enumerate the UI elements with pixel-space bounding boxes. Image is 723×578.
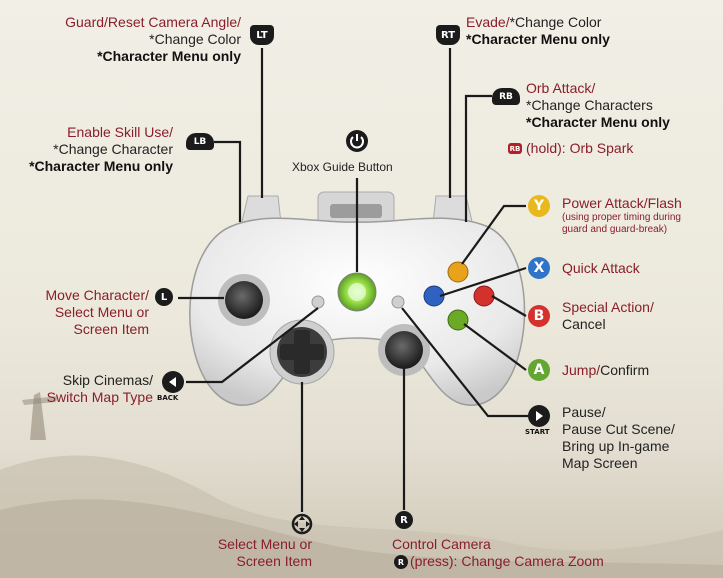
back-line-2: Switch Map Type xyxy=(47,389,153,406)
power-guide-icon xyxy=(346,130,368,152)
lb-line-3: *Character Menu only xyxy=(29,158,173,175)
back-arrow-icon xyxy=(162,371,184,393)
rt-line-2: *Character Menu only xyxy=(466,31,610,48)
rs-line-2: (press): Change Camera Zoom xyxy=(392,553,604,570)
dpad-line-1: Select Menu or xyxy=(218,536,312,553)
start-label: Pause/ Pause Cut Scene/ Bring up In-game… xyxy=(562,404,675,472)
y-line-1: Power Attack/Flash xyxy=(562,195,682,212)
start-line-2: Pause Cut Scene/ xyxy=(562,421,675,438)
back-label: Skip Cinemas/ Switch Map Type xyxy=(47,372,153,406)
a-line-1a: Jump/ xyxy=(562,362,600,378)
right-stick-badge: R xyxy=(395,511,413,529)
leader-a xyxy=(464,324,526,370)
b-line-2: Cancel xyxy=(562,316,654,333)
lt-line-2: *Change Color xyxy=(65,31,241,48)
rb-hold-label: (hold): Orb Spark xyxy=(526,140,633,157)
guide-label: Xbox Guide Button xyxy=(292,159,393,176)
back-caption: BACK xyxy=(157,394,178,402)
rb-line-1: Orb Attack/ xyxy=(526,80,670,97)
a-label: Jump/Confirm xyxy=(562,362,649,379)
dpad-line-2: Screen Item xyxy=(218,553,312,570)
rt-trigger-badge: RT xyxy=(436,25,460,45)
ls-line-2: Select Menu or xyxy=(46,304,149,321)
lb-line-1: Enable Skill Use/ xyxy=(29,124,173,141)
lt-line-3: *Character Menu only xyxy=(65,48,241,65)
a-button-badge: A xyxy=(528,359,550,381)
ls-line-3: Screen Item xyxy=(46,321,149,338)
rt-line-1b: *Change Color xyxy=(510,14,602,30)
y-label: Power Attack/Flash (using proper timing … xyxy=(562,195,682,236)
lt-line-1: Guard/Reset Camera Angle/ xyxy=(65,14,241,31)
b-line-1: Special Action/ xyxy=(562,299,654,316)
ls-line-1: Move Character/ xyxy=(46,287,149,304)
rs-line-1: Control Camera xyxy=(392,536,604,553)
rb-bumper-badge: RB xyxy=(492,88,520,105)
rb-mini-badge: RB xyxy=(508,143,522,154)
start-line-3: Bring up In-game xyxy=(562,438,675,455)
lb-line-2: *Change Character xyxy=(29,141,173,158)
a-line-1b: Confirm xyxy=(600,362,649,378)
rt-line-1a: Evade/ xyxy=(466,14,510,30)
start-line-1: Pause/ xyxy=(562,404,675,421)
right-stick-mini-badge: R xyxy=(394,555,408,569)
lt-trigger-badge: LT xyxy=(250,25,274,45)
leader-x xyxy=(440,268,526,296)
leader-rb xyxy=(466,96,492,222)
lt-label: Guard/Reset Camera Angle/ *Change Color … xyxy=(65,14,241,65)
rb-line-3: *Character Menu only xyxy=(526,114,670,131)
rb-line-2: *Change Characters xyxy=(526,97,670,114)
back-line-1: Skip Cinemas/ xyxy=(47,372,153,389)
b-label: Special Action/ Cancel xyxy=(562,299,654,333)
start-arrow-icon xyxy=(528,405,550,427)
leader-y xyxy=(462,206,526,264)
ls-label: Move Character/ Select Menu or Screen It… xyxy=(46,287,149,338)
rs-label: Control Camera (press): Change Camera Zo… xyxy=(392,536,604,570)
start-line-4: Map Screen xyxy=(562,455,675,472)
lb-label: Enable Skill Use/ *Change Character *Cha… xyxy=(29,124,173,175)
y-line-3: guard and guard-break) xyxy=(562,224,682,236)
y-line-2: (using proper timing during xyxy=(562,212,682,224)
leader-lb xyxy=(214,142,240,222)
leader-back xyxy=(186,308,318,382)
y-button-badge: Y xyxy=(528,195,550,217)
left-stick-badge: L xyxy=(155,288,173,306)
dpad-label: Select Menu or Screen Item xyxy=(218,536,312,570)
rb-label: Orb Attack/ *Change Characters *Characte… xyxy=(526,80,670,131)
b-button-badge: B xyxy=(528,305,550,327)
x-button-badge: X xyxy=(528,257,550,279)
dpad-icon xyxy=(291,513,313,535)
lb-bumper-badge: LB xyxy=(186,133,214,150)
rt-label: Evade/*Change Color *Character Menu only xyxy=(466,14,610,48)
start-caption: START xyxy=(525,428,550,436)
x-label: Quick Attack xyxy=(562,260,640,277)
leader-b xyxy=(492,296,526,316)
